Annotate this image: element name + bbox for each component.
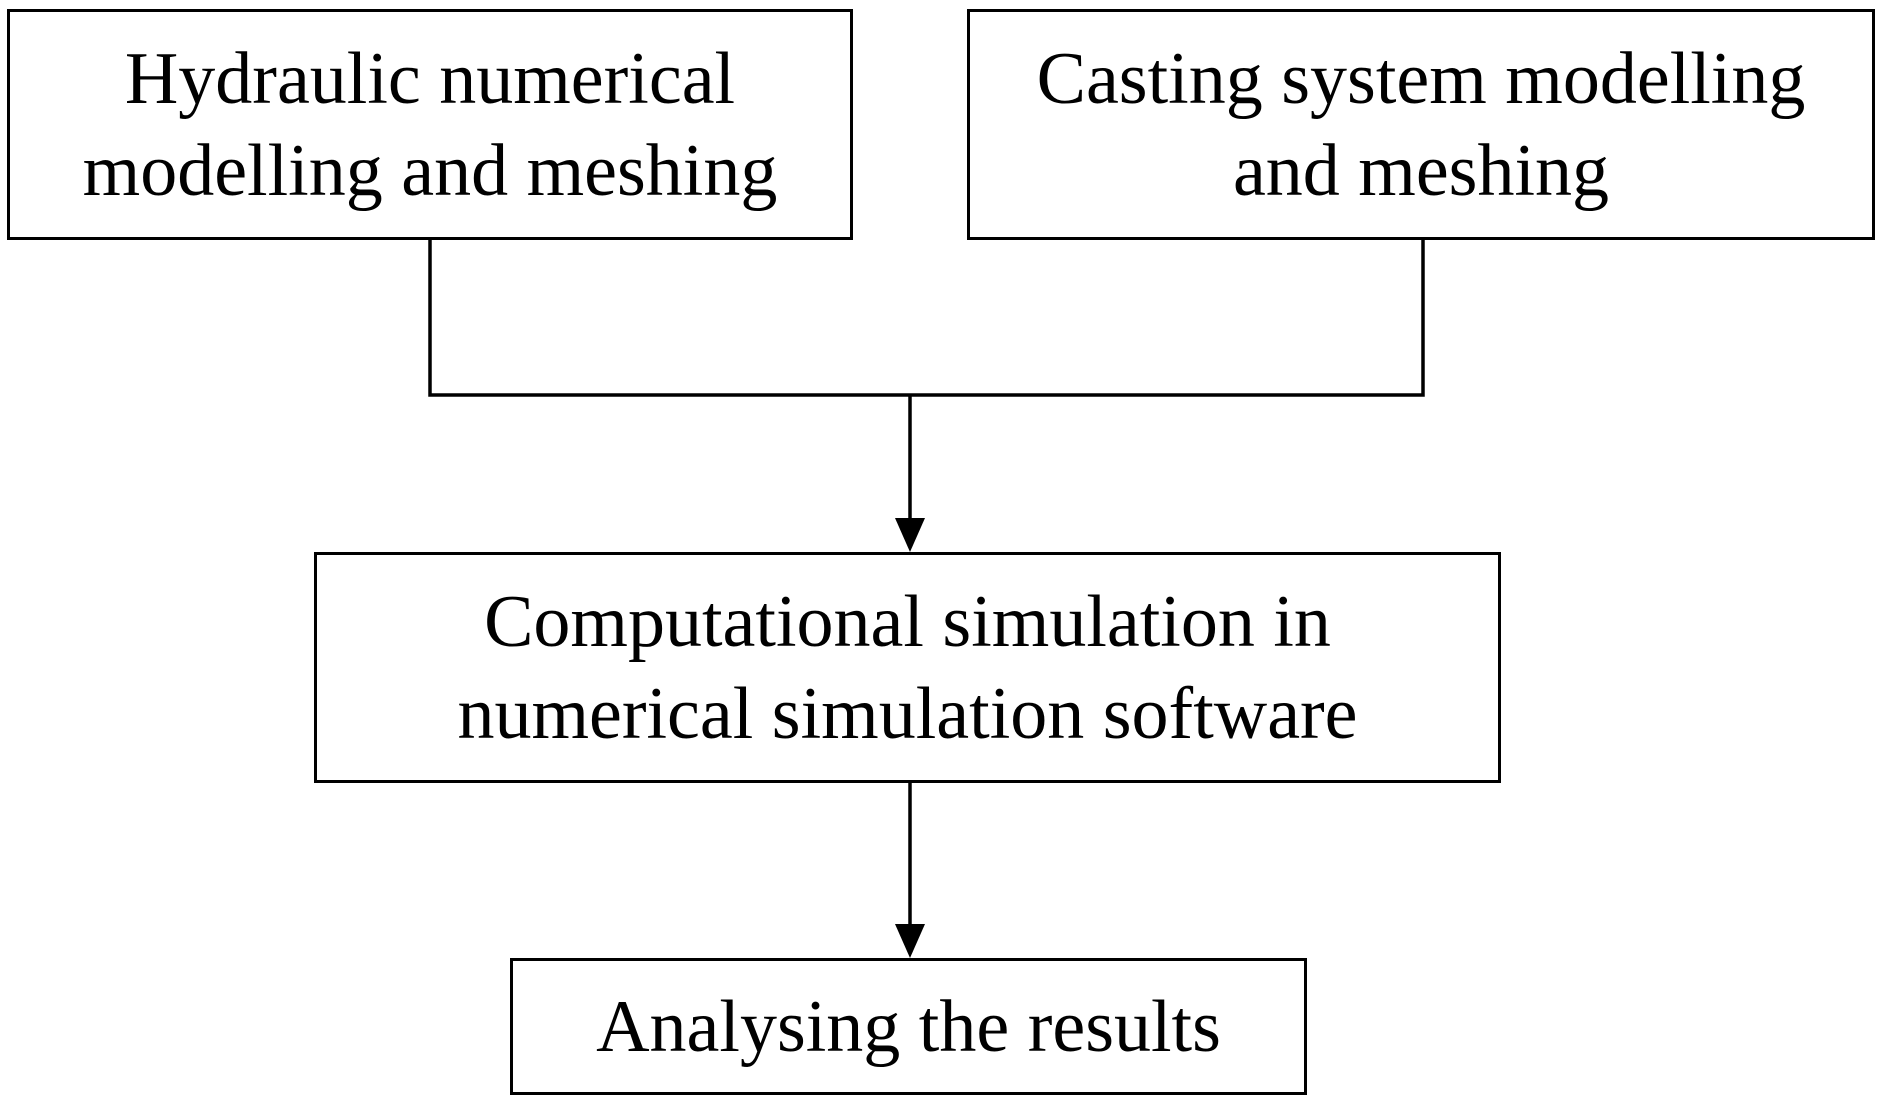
hydraulic-box-line-1: Hydraulic numerical — [124, 37, 736, 120]
arrowhead-computation — [895, 518, 925, 552]
hydraulic-box-line-2: modelling and meshing — [82, 129, 778, 212]
analysing-results-box: Analysing the results — [510, 958, 1307, 1095]
casting-box-line-2: and meshing — [1232, 129, 1610, 212]
analysis-box-line-1: Analysing the results — [596, 985, 1221, 1068]
computational-simulation-box: Computational simulation in numerical si… — [314, 552, 1501, 783]
casting-box-line-1: Casting system modelling — [1036, 37, 1806, 120]
hydraulic-modelling-box: Hydraulic numerical modelling and meshin… — [7, 9, 853, 240]
casting-system-modelling-box: Casting system modelling and meshing — [967, 9, 1875, 240]
computation-box-line-2: numerical simulation software — [457, 672, 1358, 755]
computation-box-line-1: Computational simulation in — [484, 580, 1331, 663]
arrowhead-analysis — [895, 924, 925, 958]
merge-connector — [428, 240, 1425, 397]
